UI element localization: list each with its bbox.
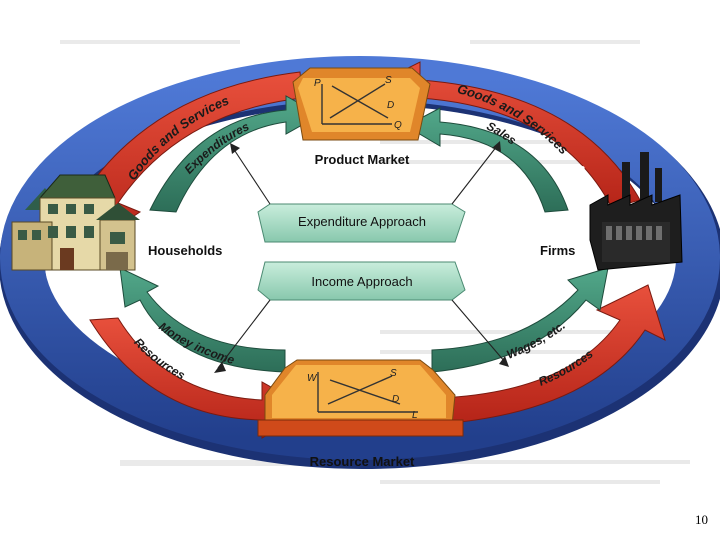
arrowhead-expenditures [230, 143, 240, 154]
expenditure-approach-label: Expenditure Approach [298, 214, 426, 229]
resource-market-label: Resource Market [310, 454, 415, 469]
arrowhead-sales [492, 141, 501, 152]
resource-graph-s-label: S [390, 368, 397, 379]
arrowhead-wages [499, 356, 509, 367]
firms-factory-icon [589, 152, 683, 271]
connector-lines [217, 145, 506, 369]
product-market-box: P S D Q [292, 67, 431, 141]
product-graph-s-label: S [385, 75, 392, 86]
page-number: 10 [695, 512, 708, 527]
dollar-sign-firms: $ [578, 163, 586, 178]
resource-graph-d-label: D [392, 394, 399, 405]
firms-label: Firms [540, 243, 575, 258]
product-graph-d-label: D [387, 100, 394, 111]
resource-graph-w-label: W [307, 373, 318, 384]
income-approach-label: Income Approach [311, 274, 412, 289]
households-house-icon [11, 174, 140, 271]
resource-market-box: W S D L [257, 359, 464, 437]
product-graph-p-label: P [314, 78, 321, 89]
arrowhead-money-income [214, 362, 226, 373]
dollar-sign-money-income: $ [117, 298, 125, 313]
households-label: Households [148, 243, 222, 258]
flow-resources-to-firms [439, 284, 666, 425]
product-graph-q-label: Q [394, 120, 402, 131]
resource-graph-l-label: L [412, 410, 418, 421]
product-market-label: Product Market [315, 152, 410, 167]
